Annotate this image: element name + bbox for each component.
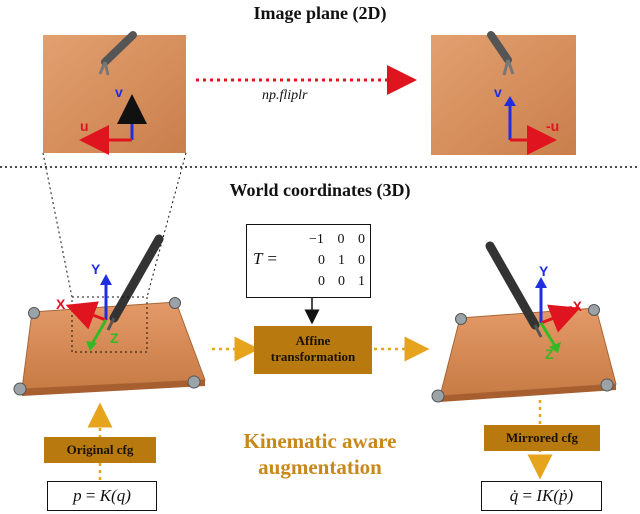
image-plane-right-photo	[431, 31, 576, 155]
affine-transformation-label: Affine transformation	[254, 326, 372, 374]
world-left-z-label: Z	[110, 330, 119, 346]
zoom-lines	[42, 152, 187, 298]
formula-fn: IK	[536, 486, 554, 505]
formula-arg: (ṗ)	[553, 486, 574, 505]
matrix-cell: 0	[338, 274, 345, 289]
image-plane-left-axes	[79, 94, 147, 155]
image-plane-left-photo	[43, 31, 186, 153]
world-left-y-label: Y	[91, 261, 101, 277]
left-v-axis-label: v	[115, 84, 123, 100]
matrix-row-3: 0 0 1	[309, 271, 365, 292]
matrix-cell: 0	[337, 232, 345, 247]
world-right-axes	[535, 277, 581, 353]
world-right-x-label: -X	[568, 298, 582, 314]
kinematic-augmentation-label: Kinematic aware augmentation	[243, 429, 397, 479]
matrix-cell: 0	[358, 232, 365, 247]
world-right-z-label: Z	[545, 346, 554, 362]
mirrored-cfg-label: Mirrored cfg	[484, 425, 600, 451]
mirrored-formula-box: q̇ = IK (ṗ)	[481, 481, 602, 511]
matrix-cell: 1	[358, 274, 365, 289]
formula-fn: K	[99, 486, 112, 505]
matrix-row-1: −1 0 0	[309, 229, 365, 250]
original-formula-box: p = K (q)	[47, 481, 157, 511]
formula-eq: =	[518, 486, 537, 505]
original-cfg-label: Original cfg	[44, 437, 156, 463]
world-left-x-label: X	[56, 296, 66, 312]
image-plane-title: Image plane (2D)	[253, 3, 387, 23]
matrix-cell: 0	[318, 274, 325, 289]
formula-arg: (q)	[111, 486, 131, 505]
formula-lhs: p	[73, 486, 82, 505]
matrix-lhs: T =	[253, 249, 278, 268]
flip-operation-label: np.fliplr	[262, 88, 308, 103]
left-u-axis-label: u	[80, 118, 89, 134]
world-left-axes	[65, 274, 112, 351]
matrix-cell: 1	[338, 253, 345, 268]
matrix-cell: −1	[309, 232, 324, 247]
transform-matrix-box: T = −1 0 0 0 1 0 0 0 1	[246, 224, 371, 298]
world-coordinates-title: World coordinates (3D)	[229, 180, 411, 200]
matrix-grid: −1 0 0 0 1 0 0 0 1	[309, 229, 365, 292]
world-right-photo	[431, 241, 617, 403]
formula-eq: =	[81, 486, 100, 505]
world-left-photo	[13, 234, 206, 396]
matrix-row-2: 0 1 0	[309, 250, 365, 271]
image-plane-right-axes	[504, 96, 557, 155]
right-v-axis-label: v	[494, 84, 502, 100]
matrix-cell: 0	[358, 253, 365, 268]
matrix-cell: 0	[318, 253, 325, 268]
world-right-y-label: Y	[539, 263, 549, 279]
right-u-axis-label: -u	[546, 118, 560, 134]
formula-lhs: q̇	[509, 486, 519, 505]
